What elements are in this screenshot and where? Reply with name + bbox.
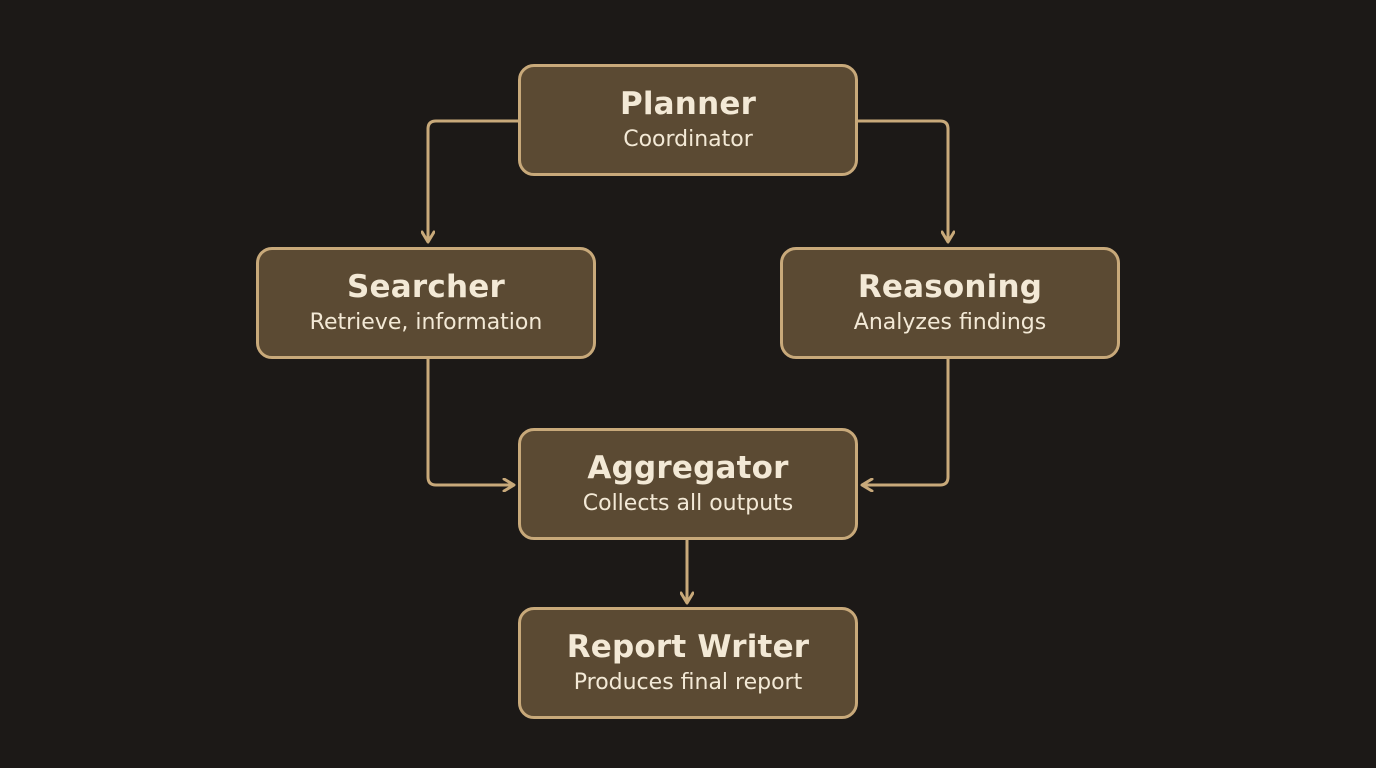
reasoning-node[interactable]: Reasoning Analyzes findings	[780, 247, 1120, 359]
searcher-node[interactable]: Searcher Retrieve, information	[256, 247, 596, 359]
report-writer-subtitle: Produces final report	[573, 670, 803, 695]
planner-title: Planner	[619, 86, 757, 122]
reasoning-title: Reasoning	[857, 269, 1043, 305]
planner-node[interactable]: Planner Coordinator	[518, 64, 858, 176]
edge-searcher-to-aggregator	[426, 359, 514, 485]
edge-reasoning-to-aggregator	[862, 359, 950, 485]
searcher-title: Searcher	[347, 269, 505, 305]
aggregator-node[interactable]: Aggregator Collects all outputs	[518, 428, 858, 540]
report-writer-node[interactable]: Report Writer Produces final report	[518, 607, 858, 719]
edge-planner-to-reasoning	[858, 119, 948, 242]
planner-subtitle: Coordinator	[623, 127, 753, 152]
edge-planner-to-searcher	[428, 119, 518, 242]
report-writer-title: Report Writer	[566, 629, 810, 665]
aggregator-title: Aggregator	[587, 450, 789, 486]
aggregator-subtitle: Collects all outputs	[582, 491, 794, 516]
searcher-subtitle: Retrieve, information	[309, 310, 543, 335]
reasoning-subtitle: Analyzes findings	[853, 310, 1047, 335]
